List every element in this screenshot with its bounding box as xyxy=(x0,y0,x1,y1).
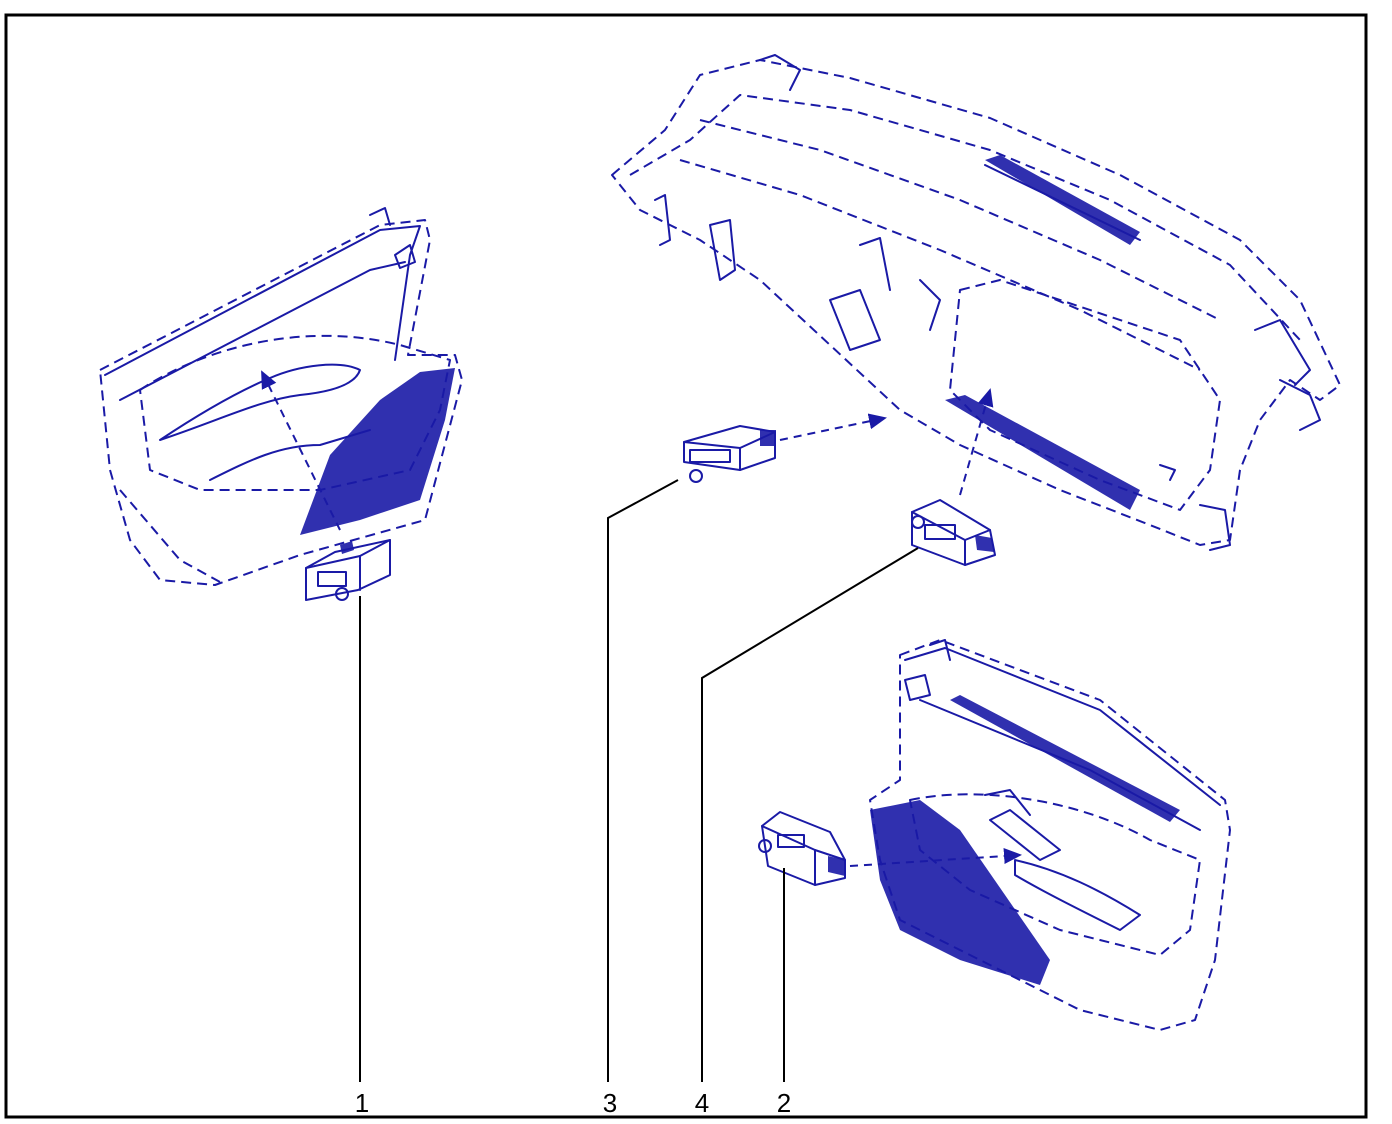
callout-label-3: 3 xyxy=(603,1088,617,1118)
dashboard-assembly xyxy=(611,54,1341,551)
left-door-panel xyxy=(99,207,463,586)
border-frame xyxy=(4,13,1368,1119)
sensor-1 xyxy=(305,539,391,601)
sensor-2 xyxy=(758,811,846,886)
callout-label-1: 1 xyxy=(355,1088,369,1118)
right-door-panel xyxy=(849,639,1231,1031)
sensor-4 xyxy=(911,499,996,566)
sensor-3 xyxy=(683,425,776,483)
leader-line-3 xyxy=(607,479,679,1082)
callout-label-2: 2 xyxy=(777,1088,791,1118)
leader-line-4 xyxy=(701,547,919,1082)
callout-label-4: 4 xyxy=(695,1088,709,1118)
